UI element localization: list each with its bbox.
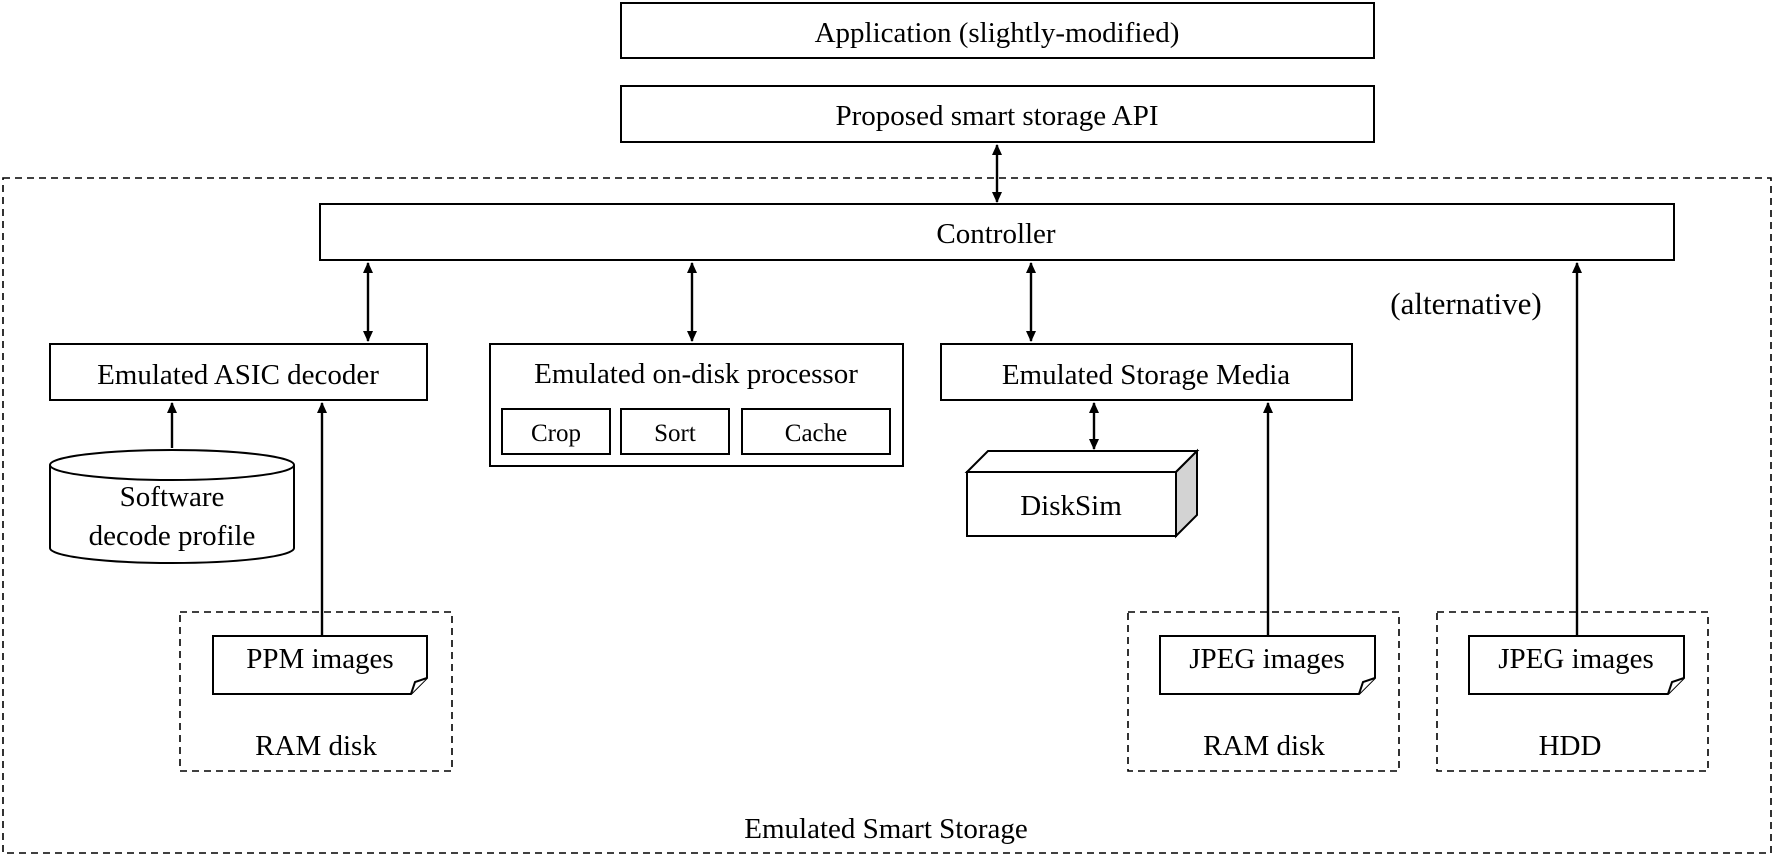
api-label: Proposed smart storage API [836,100,1159,132]
storage-media-box: Emulated Storage Media [940,343,1353,401]
software-decode-profile-cylinder: Software decode profile [49,449,295,564]
asic-decoder-label: Emulated ASIC decoder [97,359,379,391]
asic-decoder-box: Emulated ASIC decoder [49,343,428,401]
hdd-label: HDD [1539,730,1602,762]
jpeg-ram-disk-label: RAM disk [1203,730,1325,762]
application-box: Application (slightly-modified) [620,2,1375,59]
smart-storage-label: Emulated Smart Storage [744,813,1028,845]
ppm-ram-disk-container [179,611,453,772]
sort-module: Sort [620,408,730,455]
controller-box: Controller [319,203,1675,261]
alternative-note: (alternative) [1390,286,1541,321]
ppm-images-label: PPM images [246,643,393,675]
software-profile-line2: decode profile [89,520,256,552]
software-profile-line1: Software [120,481,225,513]
controller-label: Controller [936,218,1056,250]
disksim-label: DiskSim [1020,490,1122,522]
jpeg-hdd-images-file: JPEG images [1468,635,1685,695]
crop-module-label: Crop [531,420,581,447]
cache-module-label: Cache [785,420,847,447]
ppm-ram-disk-label: RAM disk [255,730,377,762]
on-disk-processor-label: Emulated on-disk processor [534,358,858,390]
jpeg-ram-disk-container [1127,611,1400,772]
jpeg-ram-images-label: JPEG images [1189,643,1344,675]
jpeg-hdd-container [1436,611,1709,772]
ppm-images-file: PPM images [212,635,428,695]
application-label: Application (slightly-modified) [815,17,1180,49]
smart-storage-boundary [2,177,1772,854]
jpeg-ram-images-file: JPEG images [1159,635,1376,695]
sort-module-label: Sort [654,420,696,447]
storage-media-label: Emulated Storage Media [1002,359,1290,391]
cache-module: Cache [741,408,891,455]
jpeg-hdd-images-label: JPEG images [1498,643,1653,675]
disksim-cube: DiskSim [964,448,1200,539]
api-box: Proposed smart storage API [620,85,1375,143]
crop-module: Crop [501,408,611,455]
